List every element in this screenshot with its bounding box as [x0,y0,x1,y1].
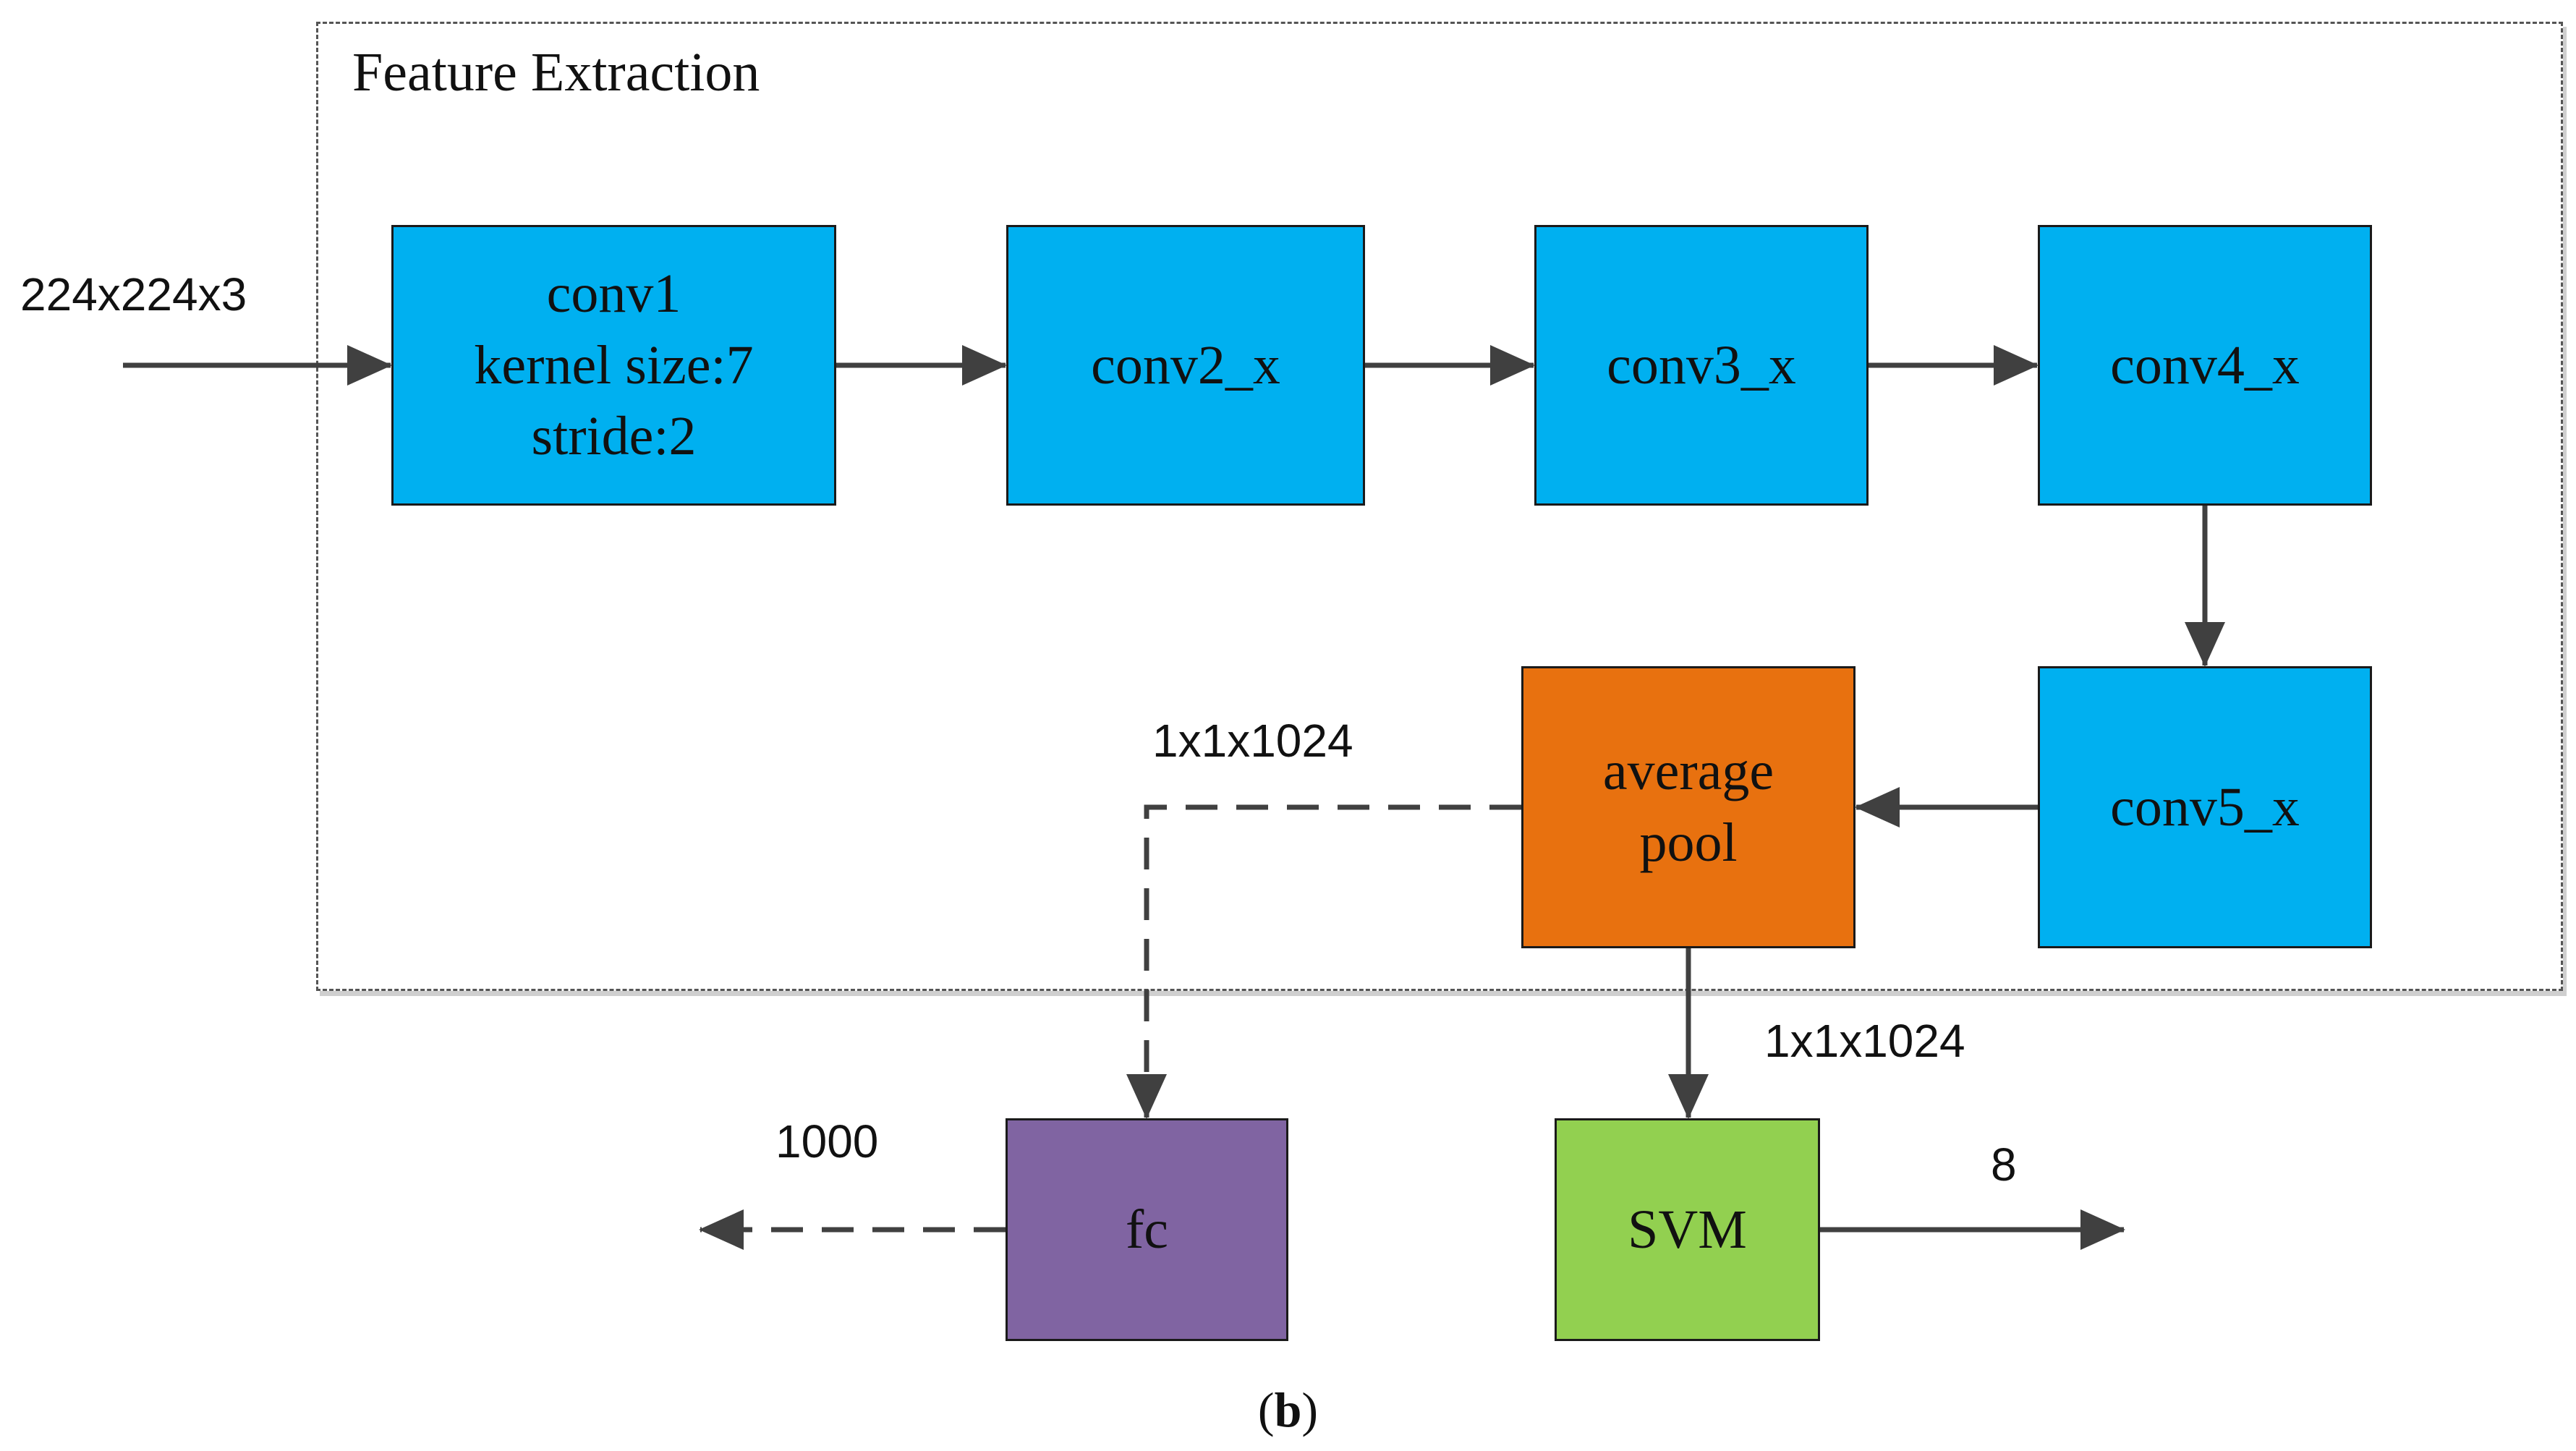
conv5-block: conv5_x [2038,666,2372,948]
caption-letter: b [1274,1382,1302,1437]
pool-line2: pool [1639,812,1738,873]
pool-line1: average [1602,741,1774,802]
fc-block: fc [1006,1118,1288,1341]
frame-title: Feature Extraction [352,42,760,103]
figure-caption: (b) [0,1385,2576,1434]
conv3-block: conv3_x [1534,225,1869,506]
conv1-stride: stride:2 [531,406,697,467]
conv1-block: conv1 kernel size:7 stride:2 [391,225,836,506]
pool-to-svm-label: 1x1x1024 [1764,1015,1965,1067]
conv5-label: conv5_x [2110,776,2300,838]
caption-close: ) [1301,1382,1319,1437]
conv2-block: conv2_x [1006,225,1365,506]
average-pool-block: average pool [1521,666,1856,948]
fc-label: fc [1125,1199,1169,1260]
pool-to-fc-label: 1x1x1024 [1152,715,1353,767]
conv2-label: conv2_x [1091,334,1280,396]
svm-output-label: 8 [1991,1139,2017,1191]
svm-label: SVM [1628,1199,1747,1260]
caption-open: ( [1257,1382,1275,1437]
fc-output-label: 1000 [775,1115,879,1167]
conv1-name: conv1 [546,263,681,324]
conv4-block: conv4_x [2038,225,2372,506]
svm-block: SVM [1555,1118,1820,1341]
conv3-label: conv3_x [1607,334,1796,396]
input-label: 224x224x3 [20,268,247,320]
feature-extraction-frame [316,22,2563,991]
conv1-kernel: kernel size:7 [474,334,754,396]
conv4-label: conv4_x [2110,334,2300,396]
pool-to-fc-dashed-arrow [1126,804,1521,1119]
